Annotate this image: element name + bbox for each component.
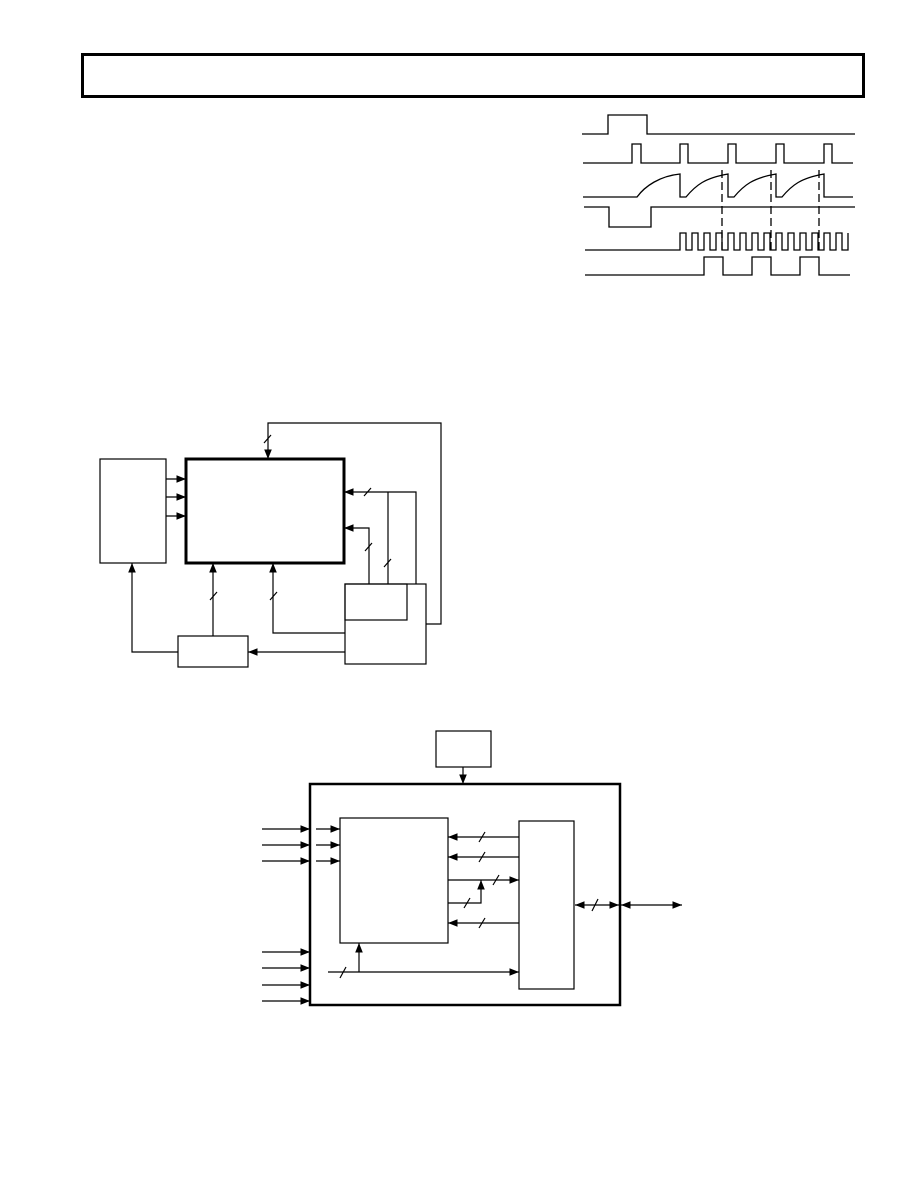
bd1-bus-slash-e	[269, 591, 278, 601]
timing-signal-5	[585, 232, 849, 251]
bd1-conn-right-c	[344, 524, 370, 584]
bd2-inner-right-block	[518, 820, 575, 990]
bd1-right-upper-block	[344, 583, 408, 621]
bd1-bus-slash-a	[363, 487, 372, 497]
bd2-bus-slash-7	[591, 898, 599, 912]
timing-signal-2	[583, 143, 853, 164]
bd2-bus-slash-2	[478, 851, 486, 863]
block-diagram-2	[262, 730, 682, 1007]
bd2-bus-slash-5	[478, 917, 486, 929]
bd2-bus-3-branch	[448, 880, 485, 904]
bd1-bus-slash-c	[364, 542, 373, 552]
bd2-bus-slash-3	[492, 874, 500, 886]
bd1-conn-right-a	[344, 488, 417, 584]
timing-diagram	[582, 114, 855, 276]
bd2-top-block	[435, 730, 492, 768]
timing-signal-4	[584, 206, 855, 228]
timing-signal-3	[583, 173, 853, 198]
bd1-bus-slash-b	[383, 558, 392, 568]
bd2-outer-block	[308, 782, 622, 1007]
timing-signal-1	[582, 114, 855, 135]
bd2-bus-slash-4	[463, 897, 471, 909]
bd2-bus-slash-6	[339, 966, 347, 979]
bd1-feedback-top	[264, 422, 442, 625]
bd1-conn-right-to-center	[269, 563, 345, 634]
bd1-bottom-block	[177, 635, 249, 668]
bd1-bus-slash-top	[263, 434, 272, 444]
bd2-bus-slash-1	[478, 831, 486, 843]
timing-signal-6	[585, 256, 850, 276]
block-diagram-1	[99, 422, 442, 668]
bd1-bus-slash-d	[209, 591, 218, 601]
bd1-right-lower-block	[344, 583, 427, 665]
bd2-inner-left-block	[339, 817, 449, 944]
header-frame	[81, 53, 865, 98]
bd1-conn-bottom-to-left	[128, 563, 178, 653]
bd1-left-block	[99, 458, 167, 564]
bd1-center-block	[184, 457, 346, 565]
